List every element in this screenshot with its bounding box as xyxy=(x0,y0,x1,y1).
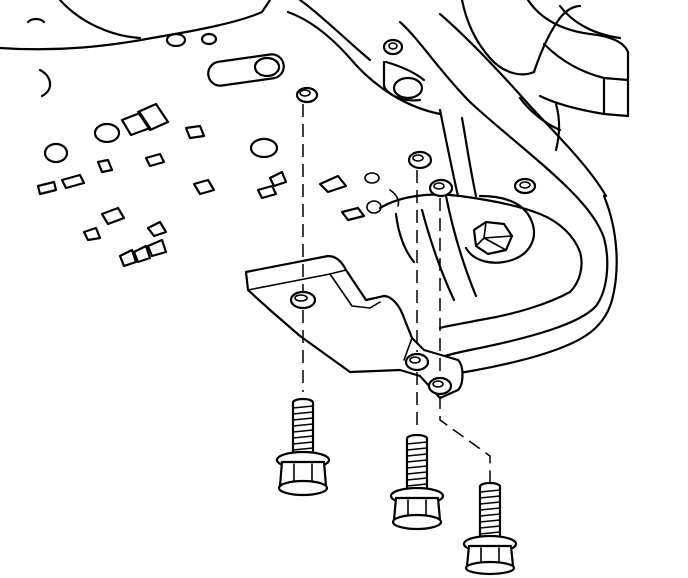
housing-studs xyxy=(382,38,537,195)
mounting-bracket xyxy=(244,254,464,400)
housing-frame xyxy=(286,0,618,378)
upper-mount xyxy=(460,0,630,152)
bolt-left-head xyxy=(275,450,331,497)
housing-hex-boss xyxy=(472,220,514,256)
housing-bolt-holes xyxy=(295,86,454,198)
bolt-right xyxy=(462,481,518,576)
transmission-case xyxy=(0,0,400,268)
bolt-center xyxy=(389,433,445,531)
bolt-left xyxy=(275,397,331,497)
bolt-center-thread xyxy=(405,433,429,492)
bolt-left-thread xyxy=(291,397,315,456)
alignment-lines xyxy=(302,104,491,486)
bolt-right-head xyxy=(462,534,518,576)
bolt-center-head xyxy=(389,486,445,531)
bolt-right-thread xyxy=(478,481,502,540)
